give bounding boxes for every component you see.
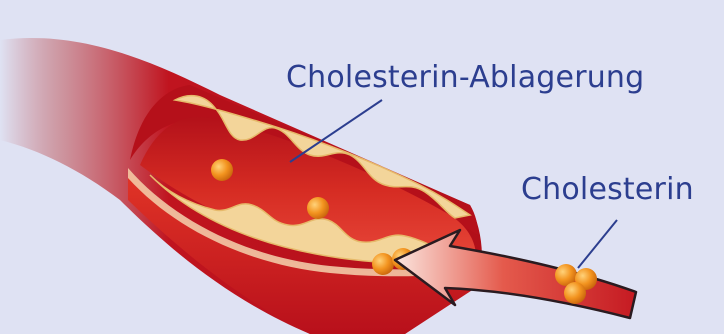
label-cholesterol: Cholesterin [521, 172, 694, 207]
cholesterol-particle [307, 197, 329, 219]
cholesterol-particle [564, 282, 586, 304]
leader-line-cholesterol [578, 220, 617, 268]
cholesterol-particle [372, 253, 394, 275]
label-cholesterol-deposit: Cholesterin-Ablagerung [286, 60, 644, 95]
cholesterol-particle [211, 159, 233, 181]
